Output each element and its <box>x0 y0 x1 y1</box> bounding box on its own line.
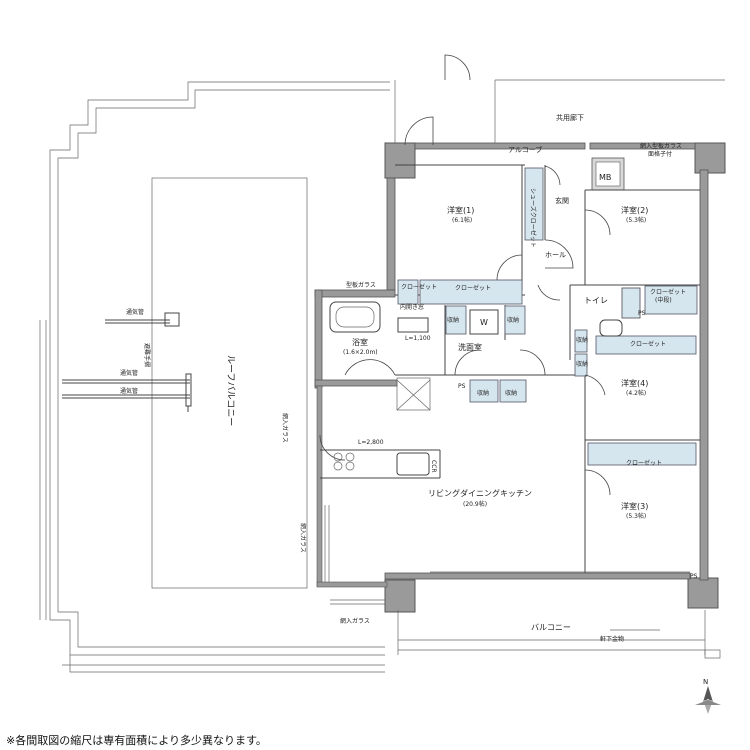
north-label: N <box>703 678 708 686</box>
vent-pipe-label-3: 通気管 <box>120 387 138 395</box>
room2-name: 洋室(2) <box>621 205 648 215</box>
bath-fixtures <box>329 301 499 476</box>
vent-pipe-label-2: 通気管 <box>120 369 138 377</box>
windows <box>324 505 690 631</box>
ps-label-2: PS <box>458 383 466 390</box>
ps-label-3: PS <box>690 573 698 580</box>
ldk-size: (20.9帖) <box>463 500 487 508</box>
storage-label-1: 収納 <box>447 316 459 324</box>
bath-name: 浴室 <box>352 337 368 347</box>
hall-label: ホール <box>545 251 566 259</box>
vent-pipe-label-1: 通気管 <box>126 308 144 316</box>
mb-box <box>591 157 625 191</box>
room3-size: (5.3帖) <box>626 512 646 520</box>
closet-label-4: クローゼット <box>630 340 666 348</box>
closet-label-2: クローゼット <box>401 283 437 291</box>
toilet-fixture <box>599 287 641 337</box>
toilet-label: トイレ <box>584 296 608 305</box>
storage-label-5: 収納 <box>576 336 588 344</box>
roof-balcony-outline <box>39 81 390 673</box>
room2-size: (5.3帖) <box>626 216 646 224</box>
footnote: ※各間取図の縮尺は専有面積により多少異なります。 <box>6 734 267 747</box>
bath-size: (1.6×2.0m) <box>343 349 378 356</box>
storage-label-6: 収納 <box>576 360 588 368</box>
closet-mid-label: (中段) <box>655 296 672 304</box>
l1100-label: L=1,100 <box>405 335 431 342</box>
room3-name: 洋室(3) <box>621 501 648 511</box>
entrance-label: 玄関 <box>555 196 569 205</box>
mb-label: MB <box>599 173 611 182</box>
compass: N <box>695 678 721 714</box>
ccr-label: CCR <box>430 460 437 473</box>
ps-label-1: PS <box>638 310 646 317</box>
eaves-gutter-label: 軒下金物 <box>600 635 624 643</box>
l2800-label: L=2,800 <box>358 439 384 446</box>
closet-label-5: クローゼット <box>626 459 662 467</box>
vent-pipes <box>62 312 192 412</box>
balcony-label: バルコニー <box>531 623 571 632</box>
wire-glass-label-1: 網入ガラス <box>281 413 289 443</box>
room1-name: 洋室(1) <box>447 205 474 215</box>
inner-door-label: 内開き窓 <box>400 303 424 311</box>
closets <box>397 167 698 466</box>
alcove-label: アルコーブ <box>508 145 542 154</box>
doors <box>319 54 611 496</box>
ldk-name: リビングダイニングキッチン <box>428 488 532 498</box>
fixed-lattice-label: 面格子付 <box>648 150 672 158</box>
bath-glass-label: 型板ガラス <box>346 281 376 289</box>
storage-label-2: 収納 <box>507 316 519 324</box>
closet-label-1: クローゼット <box>455 284 491 292</box>
closet-label-3: クローゼット <box>650 288 686 296</box>
shoes-closet-label: シューズクローゼット <box>529 188 537 248</box>
room1-size: (6.1帖) <box>452 216 472 224</box>
balcony-front <box>397 610 721 659</box>
w-label: W <box>480 318 488 327</box>
wire-glass-label-3: 網入ガラス <box>340 617 370 625</box>
vent-fence-label: 避難手摺 <box>143 343 151 367</box>
wire-glass-label-2: 網入ガラス <box>299 523 307 553</box>
storage-label-4: 収納 <box>505 389 517 397</box>
common-corridor-label: 共用廊下 <box>556 113 584 122</box>
room4-name: 洋室(4) <box>621 378 648 388</box>
washroom-label: 洗面室 <box>458 342 482 352</box>
wire-glass-fixed-label: 網入型板ガラス <box>640 142 682 150</box>
walls <box>314 142 726 613</box>
storage-label-3: 収納 <box>477 389 489 397</box>
room4-size: (4.2帖) <box>626 389 646 397</box>
roof-balcony-label: ルーフバルコニー <box>225 355 236 426</box>
